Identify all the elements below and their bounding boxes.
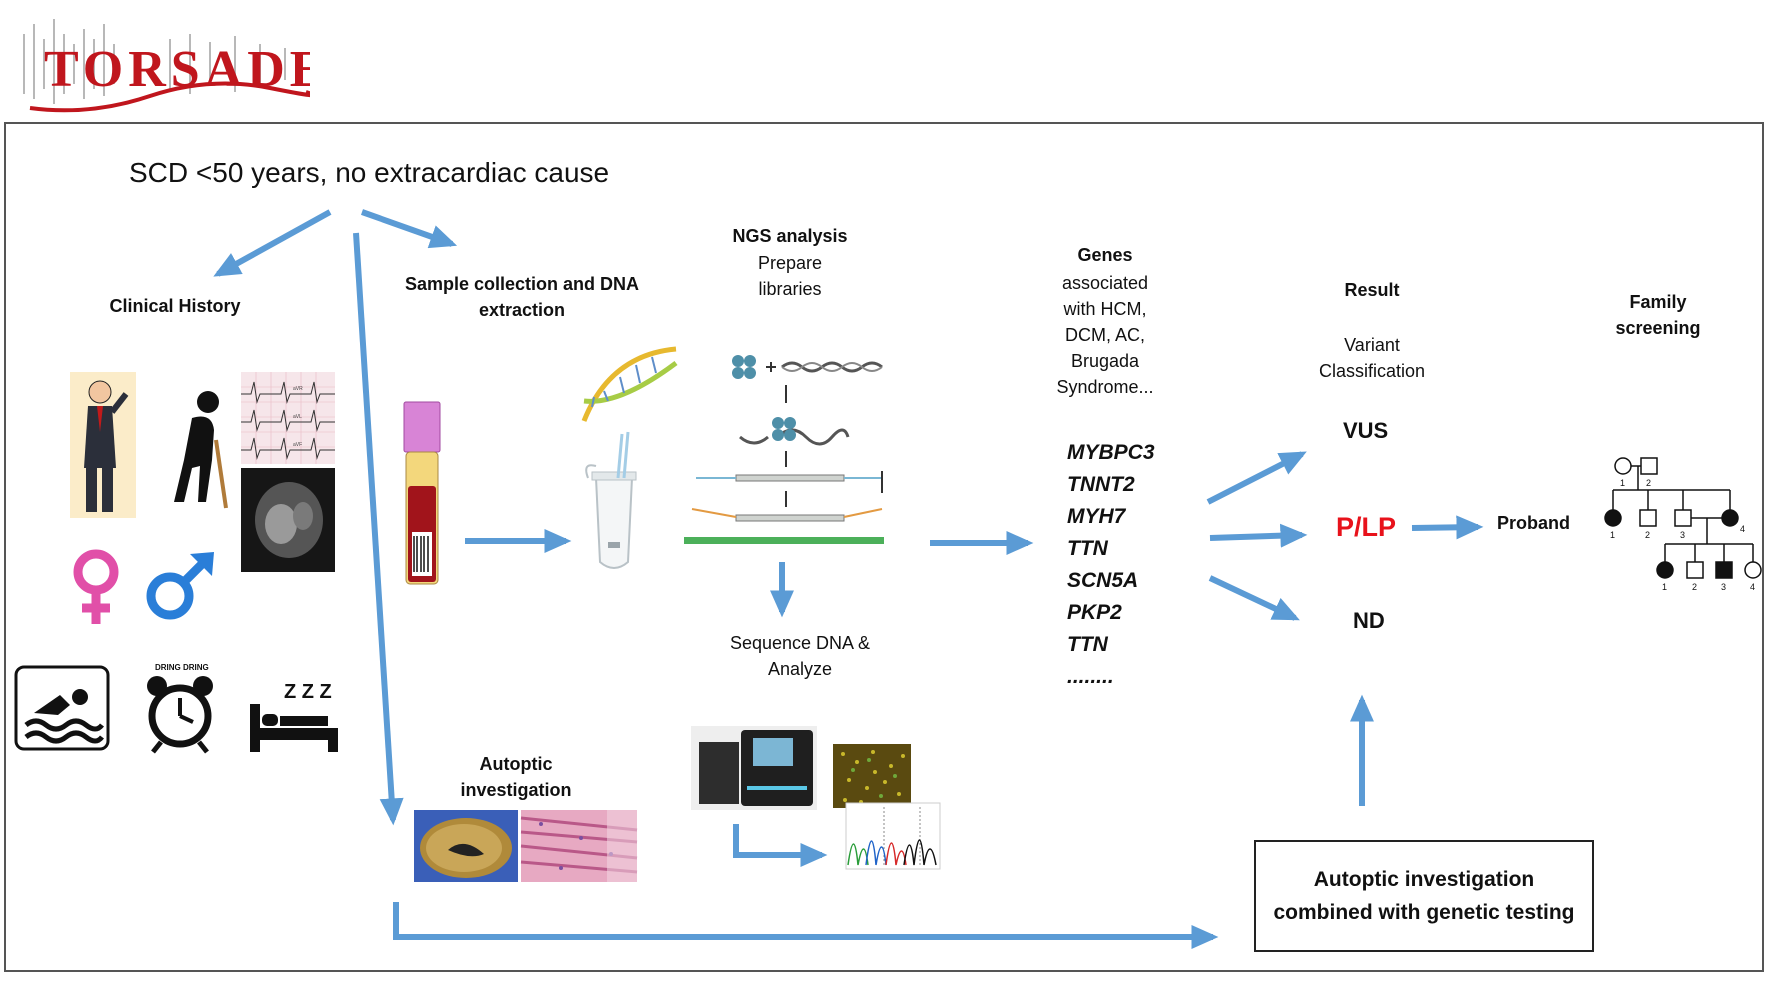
final-box-text: Autoptic investigation combined with gen… [1273, 868, 1575, 924]
pedigree-number: 1 [1662, 582, 1667, 592]
pedigree-number: 1 [1610, 530, 1615, 540]
arrow-to-sample-collection [360, 209, 458, 249]
diagram-frame [4, 122, 1764, 972]
genes-title: Genes [1077, 245, 1133, 265]
gene-item: PKP2 [1067, 601, 1122, 624]
cardiac-mri-icon [241, 468, 335, 572]
flow-cell-image-icon [833, 744, 911, 808]
result-vus: VUS [1343, 418, 1389, 443]
pedigree-number: 4 [1750, 582, 1755, 592]
ecg-strip-icon: aVR aVL aVF [241, 372, 335, 464]
arrow-to-autoptic [353, 232, 404, 826]
logo-text: TORSADE [44, 41, 310, 98]
ngs-prepare-libraries: Prepare libraries [757, 253, 823, 299]
result-title: Result [1344, 280, 1400, 300]
dna-extraction-tube-icon [585, 431, 637, 569]
autoptic-label: Autoptic investigation [460, 754, 572, 800]
gene-item: MYBPC3 [1067, 441, 1155, 464]
arrow-to-plp [1209, 523, 1308, 548]
pedigree-number: 4 [1740, 524, 1745, 534]
arrow-bottom-to-final [393, 902, 1219, 949]
final-box: Autoptic investigation combined with gen… [1254, 840, 1594, 952]
family-screening-label: Family screening [1615, 292, 1701, 338]
sleep-text: Z Z Z [284, 681, 332, 703]
alarm-text: DRING DRING [155, 663, 209, 672]
arrow-to-nd [1208, 575, 1300, 621]
ecg-lead-label: aVR [293, 386, 303, 392]
heart-section-photo-icon [414, 810, 518, 882]
arrow-plp-to-proband [1411, 515, 1484, 540]
result-plp: P/LP [1336, 512, 1397, 542]
businessman-icon [70, 372, 136, 518]
chromatogram-icon [845, 802, 941, 870]
gene-item: SCN5A [1067, 569, 1139, 592]
gene-item: MYH7 [1067, 505, 1126, 528]
gene-item: TTN [1067, 633, 1108, 656]
swimmer-icon [14, 665, 110, 751]
gene-list: MYBPC3 TNNT2 MYH7 TTN SCN5A PKP2 TTN ...… [1067, 437, 1155, 693]
result-nd: ND [1353, 608, 1385, 633]
pedigree-number: 2 [1645, 530, 1650, 540]
gene-item: ........ [1067, 665, 1114, 688]
pedigree-number: 3 [1680, 530, 1685, 540]
sleeping-bed-icon: Z Z Z [250, 681, 338, 752]
library-prep-icon [684, 355, 884, 544]
ecg-lead-label: aVF [293, 442, 302, 448]
pedigree-number: 1 [1620, 478, 1625, 488]
histology-photo-icon [520, 810, 638, 882]
arrow-to-vus [1206, 451, 1307, 505]
clinical-history-label: Clinical History [109, 296, 241, 316]
female-symbol-icon [73, 549, 119, 624]
male-symbol-icon [146, 552, 214, 620]
result-subtitle: Variant Classification [1318, 335, 1426, 381]
torsade-logo: TORSADE [10, 4, 324, 116]
gene-item: TNNT2 [1067, 473, 1135, 496]
sample-collection-label: Sample collection and DNA extraction [404, 274, 640, 320]
blood-tube-icon [403, 401, 441, 585]
genes-description: associated with HCM, DCM, AC, Brugada Sy… [1056, 273, 1154, 397]
pedigree-number: 2 [1692, 582, 1697, 592]
arrow-sequencer-to-trace [733, 824, 828, 867]
sequencer-machine-icon [691, 726, 817, 810]
arrow-to-clinical-history [213, 209, 332, 277]
elderly-person-icon [174, 391, 228, 509]
proband-label: Proband [1497, 513, 1571, 533]
ngs-sequence-analyze: Sequence DNA & Analyze [729, 633, 871, 679]
pedigree-number: 2 [1646, 478, 1651, 488]
family-pedigree-icon: 1 2 1 2 3 4 1 2 3 4 [1604, 457, 1762, 592]
ngs-title: NGS analysis [732, 226, 848, 246]
alarm-clock-icon: DRING DRING [147, 663, 213, 754]
pedigree-number: 3 [1721, 582, 1726, 592]
dna-helix-icon [581, 346, 678, 422]
start-title: SCD <50 years, no extracardiac cause [129, 157, 610, 188]
ecg-lead-label: aVL [293, 414, 302, 420]
gene-item: TTN [1067, 537, 1108, 560]
